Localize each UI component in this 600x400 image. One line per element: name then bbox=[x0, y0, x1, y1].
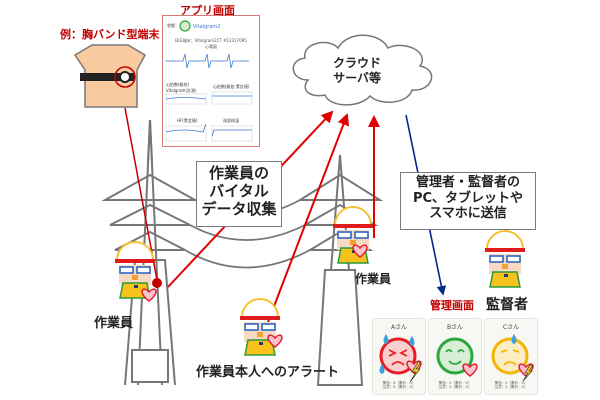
card-name: Aさん bbox=[390, 324, 408, 331]
card-name: Bさん bbox=[446, 324, 464, 331]
worker-right bbox=[332, 206, 374, 264]
vital-collection-line: 作業員の bbox=[208, 164, 269, 182]
device-example-label: 例：胸バンド型端末 bbox=[60, 28, 160, 41]
app-screen-graphics bbox=[165, 20, 253, 142]
heart-icon-left bbox=[141, 288, 157, 302]
send-to-box: 管理者・監督者の PC、タブレットや スマホに送信 bbox=[400, 172, 536, 230]
app-device-line: BLE端末：Vitalgram2CT #12317095 bbox=[175, 38, 247, 43]
app-temp-title: 深部体温 bbox=[223, 118, 239, 123]
vital-collection-box: 作業員の バイタル データ収集 bbox=[196, 161, 282, 227]
card-name: Cさん bbox=[502, 324, 520, 331]
right-transmission-tower bbox=[296, 154, 384, 386]
supervisor-label: 監督者 bbox=[486, 297, 528, 313]
worker-right-label: 作業員 bbox=[355, 272, 392, 286]
app-name: Vitalgram2 bbox=[193, 24, 221, 30]
worker-left-label: 作業員 bbox=[94, 316, 134, 331]
heart-icon-b bbox=[462, 363, 478, 377]
lightning-icon-a bbox=[409, 361, 422, 383]
card-stat: 注意：0（累計：0） bbox=[438, 385, 472, 390]
cloud-label-line: クラウド bbox=[333, 56, 382, 70]
left-transmission-tower bbox=[101, 119, 199, 386]
card-stat: 注意：8（累計：0） bbox=[382, 385, 416, 390]
send-to-line: スマホに送信 bbox=[429, 206, 507, 222]
worker-left bbox=[114, 241, 156, 299]
app-ecg-title: 心電図 bbox=[205, 44, 217, 49]
device-node bbox=[152, 278, 162, 288]
app-status-label: 状態： bbox=[167, 23, 179, 28]
face-c bbox=[491, 334, 529, 375]
admin-screen-label: 管理画面 bbox=[430, 299, 474, 312]
cloud-shape bbox=[292, 34, 433, 106]
card-stat: 警告：0（累計：0） bbox=[494, 380, 528, 385]
app-screen-label: アプリ画面 bbox=[180, 4, 235, 17]
app-hr2-title: 心拍数(脈拍 累計値) bbox=[213, 84, 250, 89]
send-to-line: PC、タブレットや bbox=[412, 190, 524, 206]
app-screen-mockup: 状態： Vitalgram2 BLE端末：Vitalgram2CT #12317… bbox=[162, 15, 260, 147]
vital-collection-line: バイタル bbox=[209, 182, 269, 200]
supervisor-figure bbox=[484, 230, 526, 288]
lightning-icon-c bbox=[522, 364, 534, 382]
vital-collection-line: データ収集 bbox=[201, 200, 277, 218]
app-hr-title: 心拍数(脈拍) Vitalgram(計測) bbox=[166, 82, 197, 93]
upload-arrow-2 bbox=[264, 113, 350, 331]
card-stat: 警告：8（累計：0） bbox=[382, 380, 416, 385]
app-hf-title: HF(累会値) bbox=[177, 118, 198, 123]
send-to-line: 管理者・監督者の bbox=[415, 175, 520, 190]
chest-band-device-illustration bbox=[73, 44, 147, 108]
cloud-label-line: サーバ等 bbox=[333, 71, 381, 85]
cloud-label: クラウド サーバ等 bbox=[333, 56, 381, 86]
card-stat: 警告：0（累計：0） bbox=[438, 380, 472, 385]
card-stat: 注意：2（累計：0） bbox=[494, 385, 528, 390]
worker-alert-label: 作業員本人へのアラート bbox=[196, 365, 340, 380]
